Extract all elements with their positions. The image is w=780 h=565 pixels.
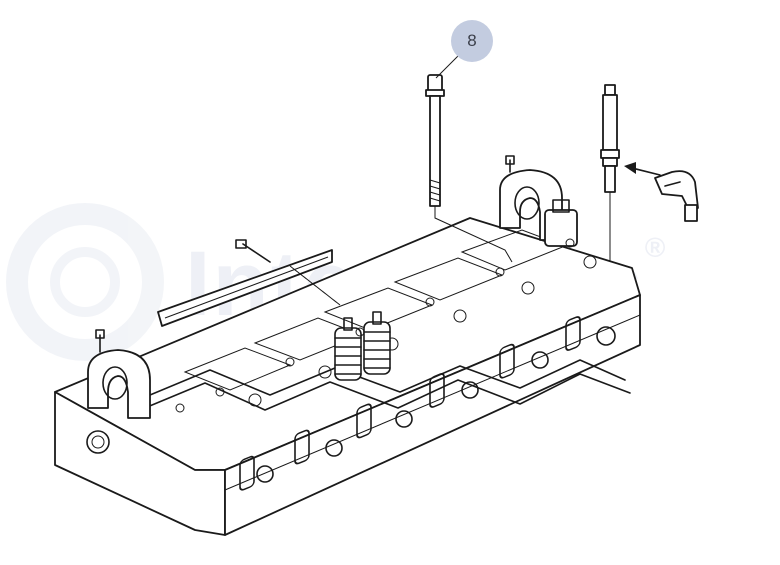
callout-label: 8 [467, 31, 477, 50]
callout-leader [435, 55, 459, 79]
lifting-eye-rear [499, 155, 578, 247]
valve-springs [334, 311, 391, 381]
combustion-chambers [139, 229, 631, 411]
gasket-strip [157, 239, 341, 327]
callout-8: 8 [451, 20, 493, 62]
lifting-eye-front [87, 329, 151, 419]
watermark-ring [6, 203, 164, 361]
head-bolt [425, 74, 513, 263]
injector-connector [624, 162, 699, 222]
injector [600, 84, 620, 262]
bolt-holes [175, 238, 575, 413]
